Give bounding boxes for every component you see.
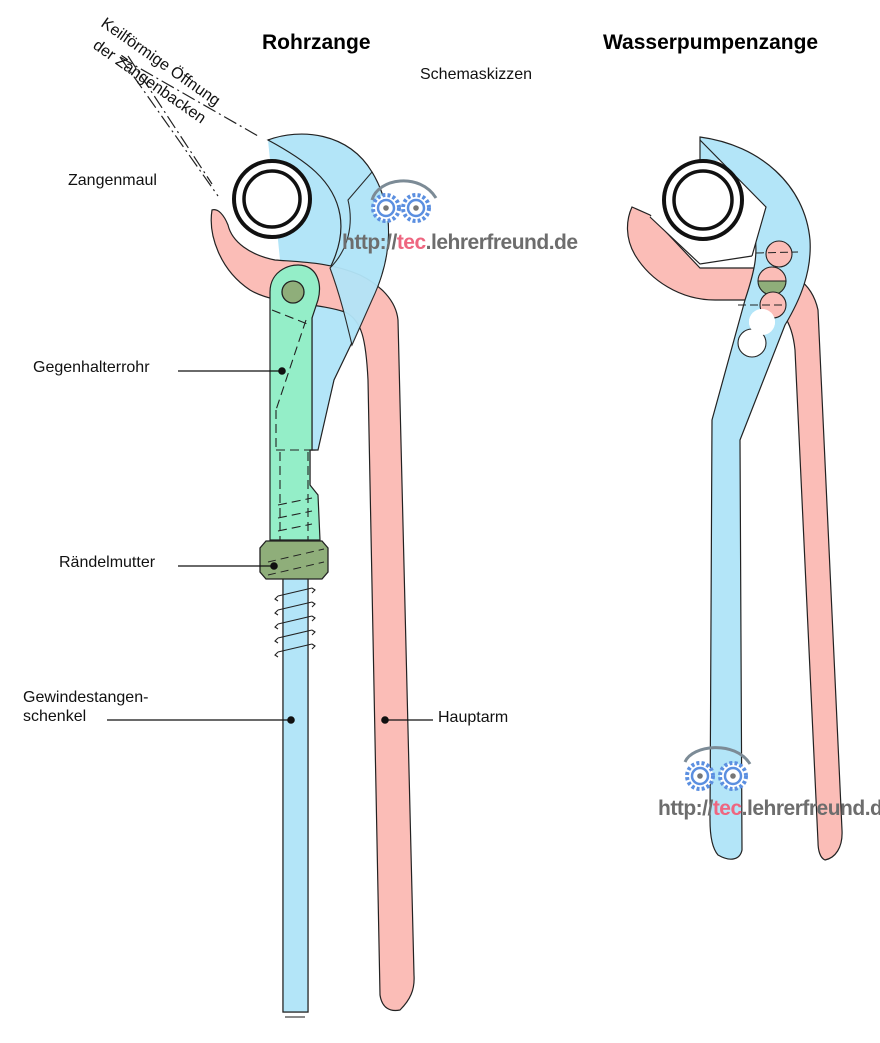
knurled-nut-shape	[259, 540, 329, 580]
wp-pipe-cross-section	[662, 159, 744, 241]
watermark-logo-2: http://tec.lehrerfreund.de	[658, 746, 880, 820]
label-knurled-nut: Rändelmutter	[59, 554, 156, 571]
adjustment-holes	[737, 240, 793, 358]
svg-text:http://tec.lehrerfreund.de: http://tec.lehrerfreund.de	[658, 797, 880, 820]
watermark-logo: http://tec.lehrerfreund.de	[342, 179, 578, 254]
pipe-cross-section	[232, 159, 312, 239]
title-rohrzange: Rohrzange	[262, 31, 371, 54]
leader-lines	[107, 367, 433, 724]
label-thread-leg-1: Gewindestangen-	[23, 689, 149, 706]
pivot-pin	[281, 280, 305, 304]
wedge-opening-lines	[119, 55, 259, 197]
label-jaw: Zangenmaul	[68, 172, 157, 189]
subtitle-schemaskizzen: Schemaskizzen	[420, 66, 533, 83]
svg-text:http://tec.lehrerfreund.de: http://tec.lehrerfreund.de	[342, 231, 578, 254]
label-thread-leg-2: schenkel	[23, 708, 87, 725]
wp-red-arm	[626, 206, 843, 861]
label-main-arm: Hauptarm	[438, 709, 509, 726]
counter-tube-shape	[269, 264, 321, 541]
title-wasserpumpenzange: Wasserpumpenzange	[603, 31, 819, 54]
label-counter-tube: Gegenhalterrohr	[33, 359, 150, 376]
thread-marks	[274, 587, 316, 658]
